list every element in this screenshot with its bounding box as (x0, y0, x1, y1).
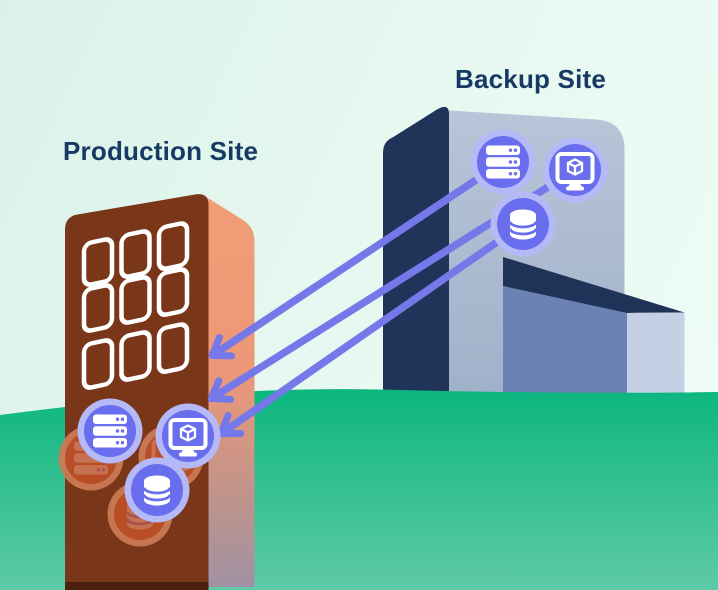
production-base (65, 582, 209, 590)
window (156, 267, 190, 317)
production-site-label: Production Site (63, 136, 259, 166)
window (81, 237, 115, 287)
window (119, 229, 152, 279)
window (81, 283, 115, 333)
server-icon (470, 129, 536, 195)
virtual-machine-icon (542, 137, 608, 203)
production-windows (81, 221, 190, 390)
database-icon (490, 191, 556, 257)
window (156, 322, 190, 374)
window (81, 338, 115, 390)
window (119, 275, 152, 325)
backup-site-label: Backup Site (455, 64, 607, 94)
arrow-line-database (217, 220, 527, 438)
server-icon (77, 398, 143, 464)
backup-tower-dark-face (383, 106, 449, 400)
window (156, 221, 190, 271)
window (119, 330, 152, 382)
database-icon (124, 457, 190, 523)
backup-annex-front-face (503, 286, 627, 400)
backup-annex-roof (503, 257, 685, 313)
backup-annex-side-face (627, 312, 685, 400)
arrow-line-server (208, 158, 507, 360)
